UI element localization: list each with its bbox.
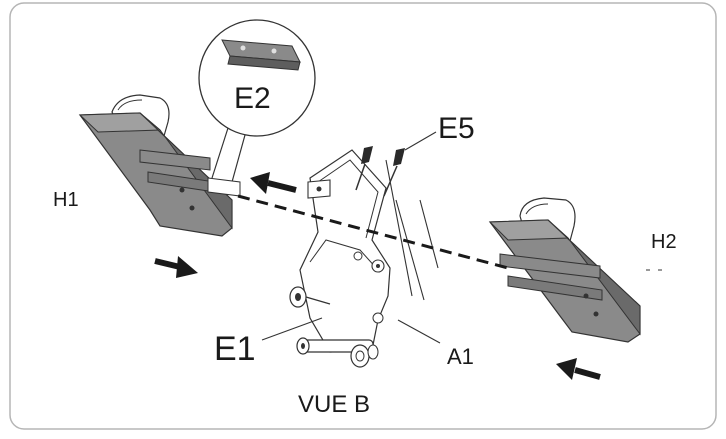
e1-knob	[289, 286, 331, 308]
h2-pedal-assembly: H2	[488, 197, 677, 343]
callout-leader-left	[211, 127, 229, 179]
arrow-right-bottom	[556, 358, 601, 380]
alignment-dashed-line	[237, 194, 509, 270]
screw-right	[383, 148, 405, 197]
callout-circle	[198, 19, 316, 137]
rear-rod-3	[419, 199, 439, 269]
label-e5: E5	[438, 112, 475, 145]
e1-leader-line	[261, 317, 323, 341]
e5-screws: E5	[355, 112, 475, 197]
arrow-left-top	[250, 172, 297, 194]
bottom-axle	[296, 337, 379, 368]
rear-rod-2	[395, 199, 425, 301]
label-e2: E2	[234, 82, 271, 115]
arrow-left-bottom	[154, 256, 198, 278]
label-h2: H2	[651, 231, 677, 253]
h1-pedal-assembly: H1	[53, 94, 241, 237]
a1-center-frame: A1 E1	[214, 149, 474, 369]
label-e1: E1	[214, 330, 256, 368]
screw-left	[355, 146, 373, 191]
a1-leader-line	[397, 319, 441, 344]
e5-leader-line	[404, 131, 437, 151]
e2-detail-callout: E2	[198, 19, 316, 183]
label-a1: A1	[447, 344, 474, 369]
figure-caption: VUE B	[298, 391, 370, 418]
label-h1: H1	[53, 189, 79, 211]
callout-leader-right	[231, 134, 246, 183]
e2-bracket-part	[221, 39, 301, 71]
